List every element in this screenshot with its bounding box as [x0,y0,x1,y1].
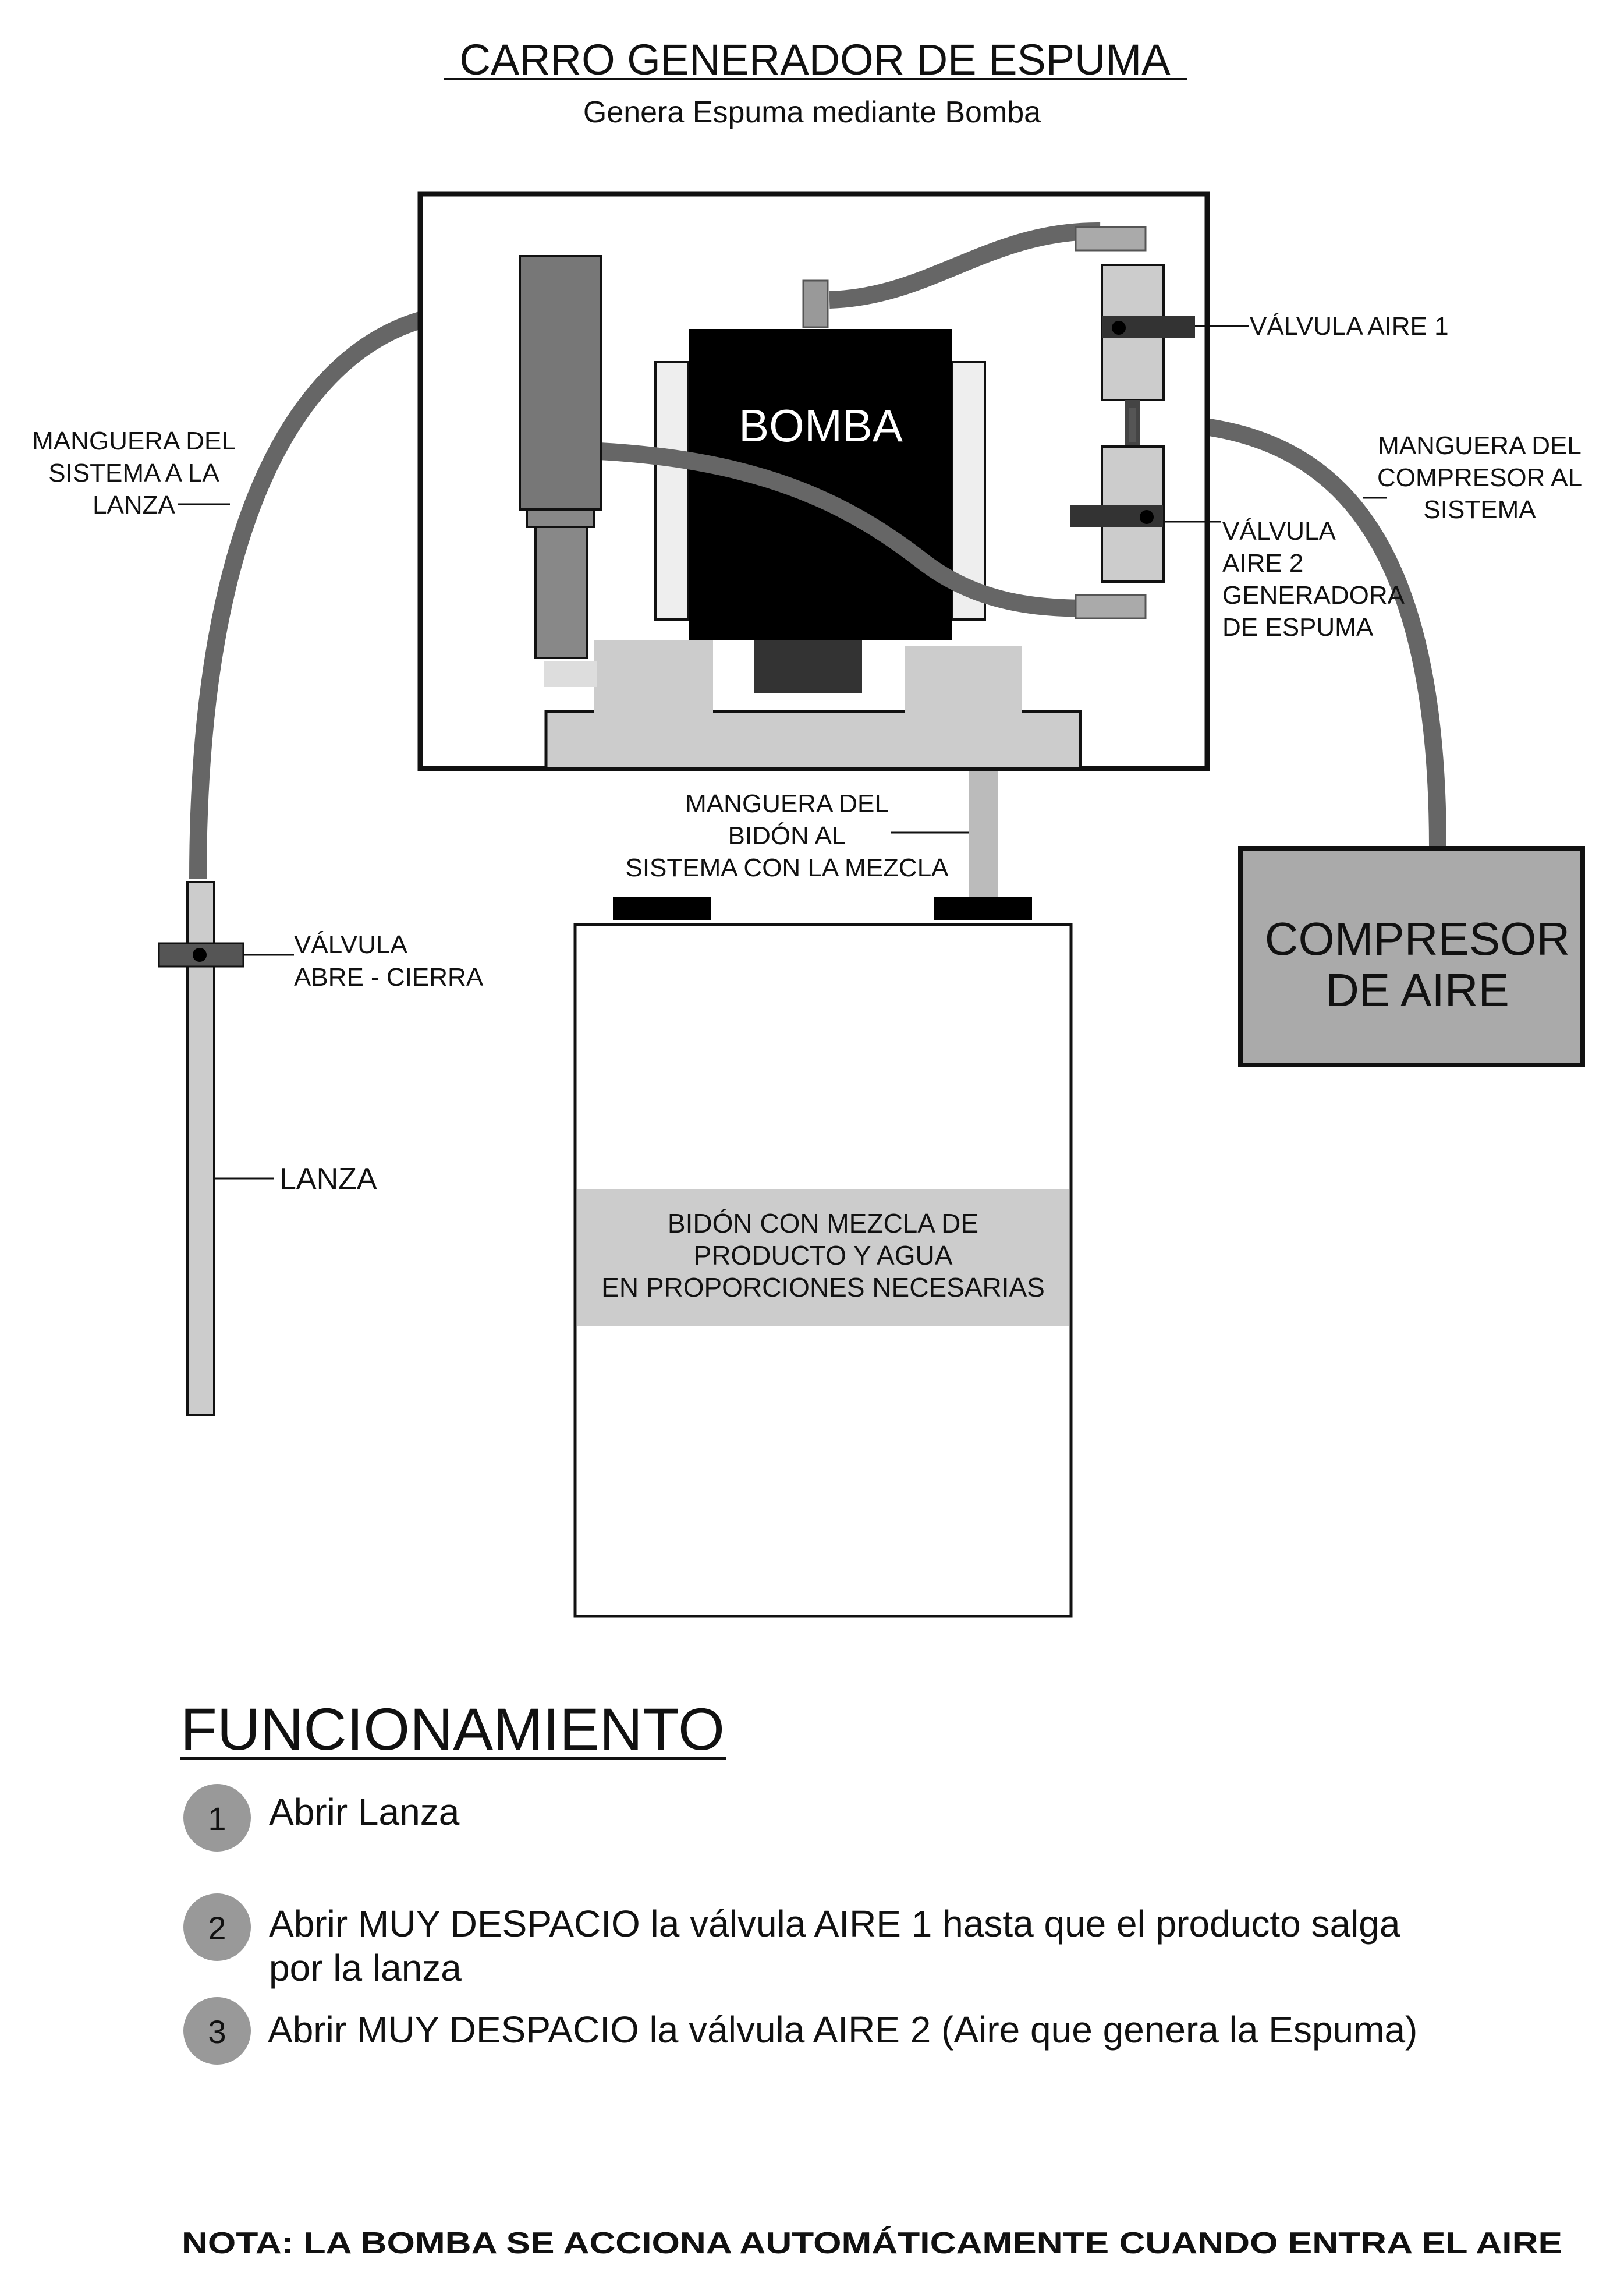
pump-outlet-fitting [802,279,829,328]
valve2-bottom-fitting [1075,594,1147,619]
pump-body [689,329,952,640]
drum-cap-left [613,897,711,920]
motor-cylinder [519,255,602,511]
valve-connector-stem [1129,408,1136,442]
pump-base [544,710,1082,770]
drum-label-l1: BIDÓN CON MEZCLA DE [668,1208,978,1238]
diagram-title: CARRO GENERADOR DE ESPUMA [459,36,1171,84]
funcionamiento-heading: FUNCIONAMIENTO [180,1696,725,1762]
drum-label-l3: EN PROPORCIONES NECESARIAS [601,1272,1045,1302]
label-valvula-aire2-l1: VÁLVULA [1222,517,1336,546]
valve1-top-fitting [1075,226,1147,252]
air-compressor [1238,846,1585,1067]
hose-system-to-lance [189,311,423,880]
compressor-label-l1: COMPRESOR [1265,913,1570,965]
pump-label: BOMBA [739,400,903,451]
base-block-left [594,640,713,713]
label-hose-compressor-l3: SISTEMA [1423,495,1536,524]
step-1-text: Abrir Lanza [269,1791,460,1833]
step-2-number: 2 [208,1910,226,1946]
label-hose-drum-l1: MANGUERA DEL [685,790,889,818]
note-text: NOTA: LA BOMBA SE ACCIONA AUTOMÁTICAMENT… [182,2226,1562,2260]
drum-label-l2: PRODUCTO Y AGUA [694,1240,953,1270]
step-2-text-l2: por la lanza [269,1947,462,1989]
label-hose-compressor-l1: MANGUERA DEL [1378,431,1582,460]
valve-aire2-pivot [1140,510,1154,524]
step-1-badge [183,1784,251,1852]
label-valvula-aire2-l4: DE ESPUMA [1222,613,1374,642]
base-block-right [905,646,1022,713]
label-hose-drum-l3: SISTEMA CON LA MEZCLA [625,854,949,882]
label-valvula-aire2-l3: GENERADORA [1222,581,1405,610]
lance [186,881,215,1416]
label-hose-lance-l2: SISTEMA A LA [48,459,219,487]
label-valvula-aire1: VÁLVULA AIRE 1 [1250,312,1449,341]
label-lance-valve-l2: ABRE - CIERRA [294,963,484,992]
pump-left-panel [654,361,689,621]
pump-foot [754,640,862,693]
step-3-text: Abrir MUY DESPACIO la válvula AIRE 2 (Ai… [268,2009,1417,2051]
step-1-number: 1 [208,1800,226,1837]
hose-valve2-to-pump [599,442,1095,617]
drum-cap-right [934,897,1032,920]
step-3-number: 3 [208,2013,226,2050]
valve-aire1-pivot [1112,321,1126,335]
label-hose-lance-l3: LANZA [93,491,175,519]
compressor-label-l2: DE AIRE [1325,964,1509,1016]
label-valvula-aire2-l2: AIRE 2 [1222,549,1303,578]
lance-valve-pivot [193,948,207,962]
label-hose-compressor-l2: COMPRESOR AL [1377,463,1582,492]
drum-label-band [577,1189,1069,1326]
step-3-badge [183,1997,251,2065]
step-2-badge [183,1893,251,1961]
diagram-subtitle: Genera Espuma mediante Bomba [583,95,1041,129]
motor-collar [526,508,595,528]
base-connector [544,661,597,687]
label-hose-drum-l2: BIDÓN AL [728,822,846,850]
hose-drum-to-system [969,769,998,900]
label-hose-lance-l1: MANGUERA DEL [32,427,236,455]
motor-shaft [534,526,588,659]
label-lance: LANZA [279,1162,377,1196]
label-lance-valve-l1: VÁLVULA [294,930,407,959]
hose-valve-to-pump [829,222,1101,309]
step-2-text-l1: Abrir MUY DESPACIO la válvula AIRE 1 has… [269,1903,1400,1945]
